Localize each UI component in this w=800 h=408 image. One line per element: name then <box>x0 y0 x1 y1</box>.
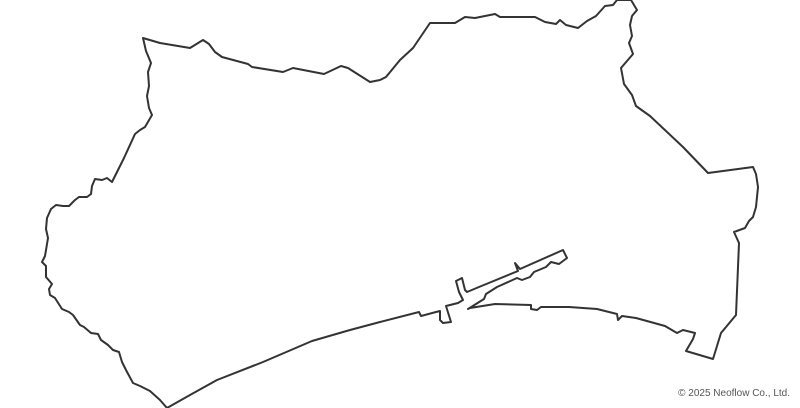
map-attribution: © 2025 Neoflow Co., Ltd. <box>678 388 790 399</box>
region-boundary-outline[interactable] <box>41 0 759 408</box>
